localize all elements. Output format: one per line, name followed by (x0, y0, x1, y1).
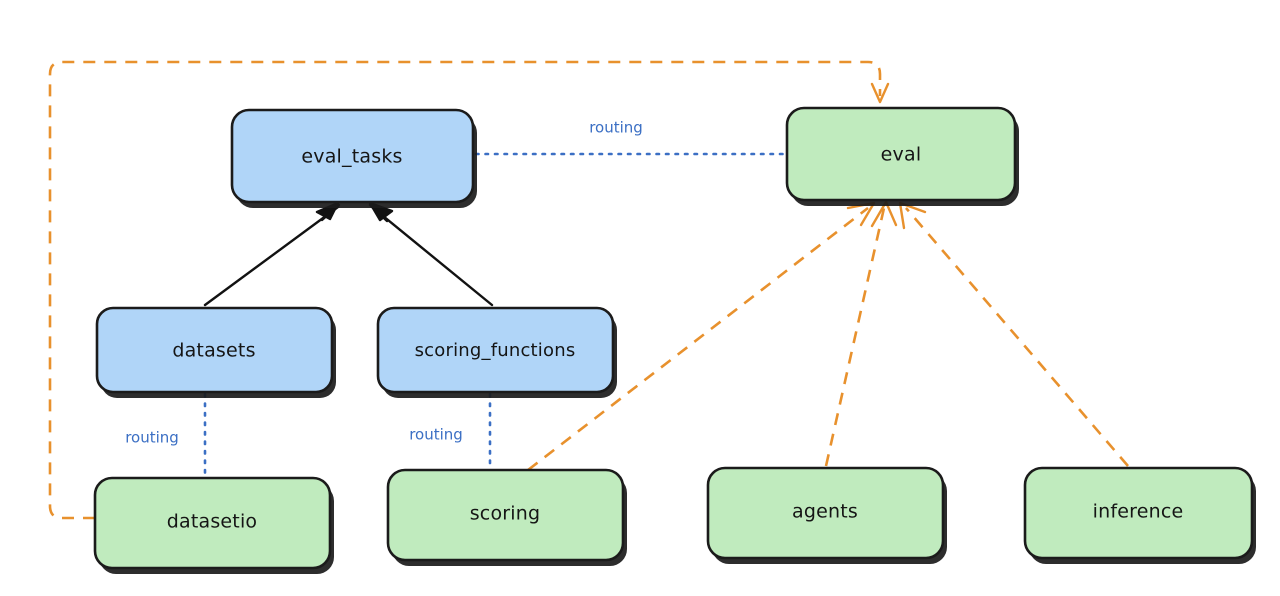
node-datasetio-label: datasetio (167, 511, 258, 533)
node-eval-tasks-shape (230, 108, 475, 204)
node-agents[interactable]: agents (706, 466, 947, 564)
nodes-layer: eval_tasks eval datasets scoring_functio… (93, 106, 1256, 574)
node-datasets-label: datasets (172, 340, 255, 362)
edge-datasetio-to-eval[interactable] (48, 60, 890, 520)
edge-labels-layer: routing routing routing (125, 119, 643, 447)
edge-datasets-to-eval-tasks[interactable] (203, 201, 341, 307)
node-eval-shape (785, 106, 1017, 202)
node-scoring[interactable]: scoring (386, 468, 627, 566)
node-datasetio-shape (93, 476, 332, 570)
node-eval-tasks[interactable]: eval_tasks (230, 108, 477, 208)
edge-label-routing-eval-tasks-eval: routing (589, 119, 643, 137)
edge-agents-to-eval[interactable] (824, 200, 898, 467)
node-scoring-functions[interactable]: scoring_functions (376, 306, 617, 398)
edge-scoring-functions-to-eval-tasks[interactable] (368, 201, 494, 307)
node-scoring-functions-label: scoring_functions (415, 340, 576, 361)
node-datasets[interactable]: datasets (95, 306, 336, 398)
node-datasets-shape (95, 306, 334, 394)
node-datasetio[interactable]: datasetio (93, 476, 334, 574)
node-eval-tasks-label: eval_tasks (301, 146, 402, 168)
node-agents-label: agents (792, 501, 858, 523)
edge-inference-to-eval[interactable] (898, 201, 1129, 467)
edge-label-routing-scoring-functions-scoring: routing (409, 426, 463, 444)
node-inference[interactable]: inference (1023, 466, 1256, 564)
node-scoring-functions-shape (376, 306, 615, 394)
node-agents-shape (706, 466, 945, 560)
edges-layer (48, 60, 1129, 520)
edge-label-routing-datasets-datasetio: routing (125, 429, 179, 447)
node-scoring-shape (386, 468, 625, 562)
node-eval[interactable]: eval (785, 106, 1019, 206)
node-inference-label: inference (1093, 501, 1184, 523)
node-scoring-label: scoring (470, 503, 541, 525)
node-inference-shape (1023, 466, 1254, 560)
node-eval-label: eval (881, 144, 922, 166)
